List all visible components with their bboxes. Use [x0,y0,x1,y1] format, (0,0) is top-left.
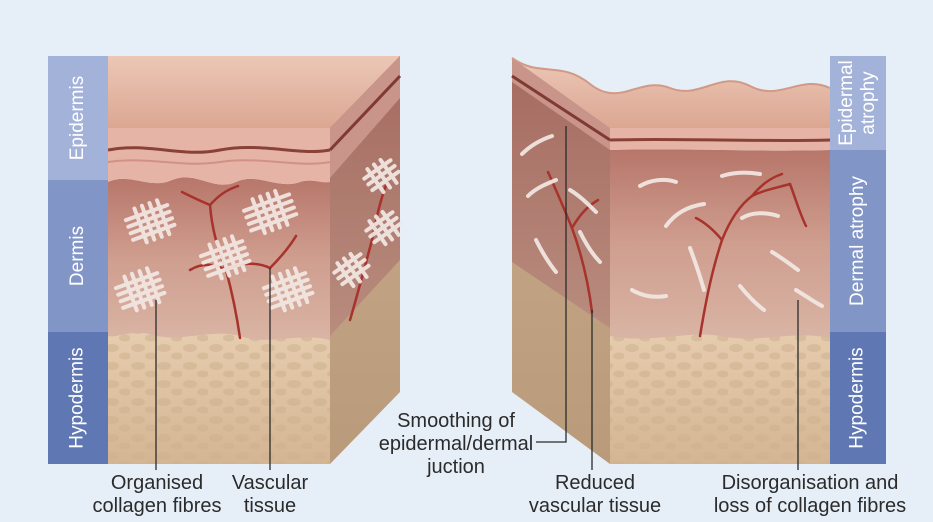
layer-label-epidermal-atrophy-line2: atrophy [858,60,880,146]
annotation-smoothing-line1: Smoothing of [376,410,536,433]
annotation-reduced-vascular: Reduced vascular tissue [520,472,670,518]
annotation-disorg-line1: Disorganisation and [700,472,920,495]
annotation-disorg-line2: loss of collagen fibres [700,495,920,518]
annotation-smoothing-line3: juction [376,456,536,479]
annotation-vascular-line2: tissue [220,495,320,518]
annotation-smoothing-line2: epidermal/dermal [376,433,536,456]
layer-bar-dermis: Dermis [48,180,108,332]
annotation-vascular-tissue: Vascular tissue [220,472,320,518]
layer-bar-epidermis: Epidermis [48,56,108,180]
young-skin-block [108,56,405,464]
layer-bar-hypodermis: Hypodermis [48,332,108,464]
annotation-vascular-line1: Vascular [220,472,320,495]
layer-label-epidermis: Epidermis [67,76,89,160]
annotation-disorganisation: Disorganisation and loss of collagen fib… [700,472,920,518]
aged-skin-block [512,58,830,464]
layer-label-dermal-atrophy: Dermal atrophy [847,176,869,306]
layer-label-epidermal-atrophy-line1: Epidermal [836,60,858,146]
annotation-reduced-line2: vascular tissue [520,495,670,518]
layer-label-hypodermis: Hypodermis [67,347,89,448]
layer-label-hypodermis-right: Hypodermis [847,347,869,448]
layer-label-dermis: Dermis [67,226,89,286]
annotation-reduced-line1: Reduced [520,472,670,495]
annotation-smoothing-junction: Smoothing of epidermal/dermal juction [376,410,536,479]
annotation-organised-collagen: Organised collagen fibres [70,472,244,518]
layer-bar-hypodermis-right: Hypodermis [830,332,886,464]
layer-bar-dermal-atrophy: Dermal atrophy [830,150,886,332]
layer-bar-epidermal-atrophy: Epidermal atrophy [830,56,886,150]
annotation-organised-line1: Organised [70,472,244,495]
annotation-organised-line2: collagen fibres [70,495,244,518]
